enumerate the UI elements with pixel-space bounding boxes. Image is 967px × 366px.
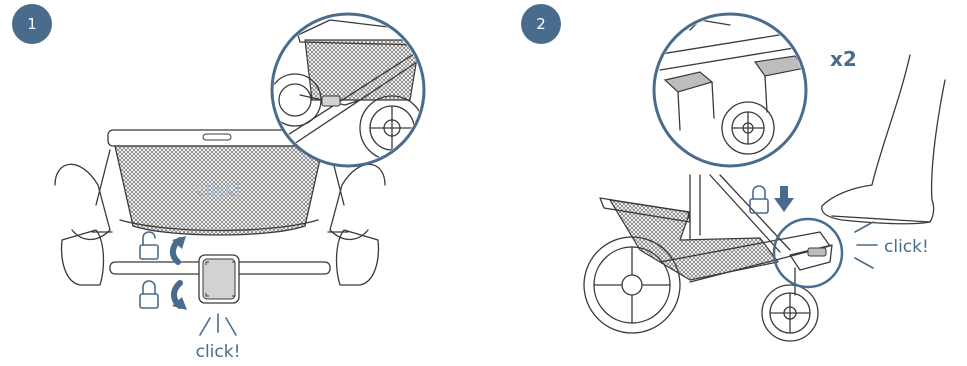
step-1-badge: 1 [12, 4, 52, 44]
step-1-click-label: click! [196, 342, 241, 362]
mesh-click-label: click! [197, 181, 242, 201]
zoom-detail-brake-pedals [654, 14, 812, 166]
step-2-click-label: click! [884, 237, 929, 257]
locked-icon-step-2 [750, 186, 768, 213]
stroller-side-illustration [584, 175, 832, 341]
step-1-number: 1 [27, 15, 37, 33]
step-2-number: 2 [536, 15, 546, 33]
step-2-panel: 2 x2 [521, 4, 945, 341]
step-1-panel: 1 click! [12, 4, 430, 362]
rotate-down-arrow-icon [172, 283, 187, 310]
foot-icon [822, 55, 945, 224]
multiplier-label: x2 [830, 47, 857, 71]
down-arrow-icon [774, 186, 794, 212]
unlocked-icon [140, 232, 158, 259]
zoom-detail-basket-latch [269, 14, 430, 166]
click-rays [200, 314, 236, 335]
rotate-up-arrow-icon [172, 236, 186, 262]
step-2-badge: 2 [521, 4, 561, 44]
click-rays-step-2 [855, 222, 877, 268]
locked-icon [140, 281, 158, 308]
